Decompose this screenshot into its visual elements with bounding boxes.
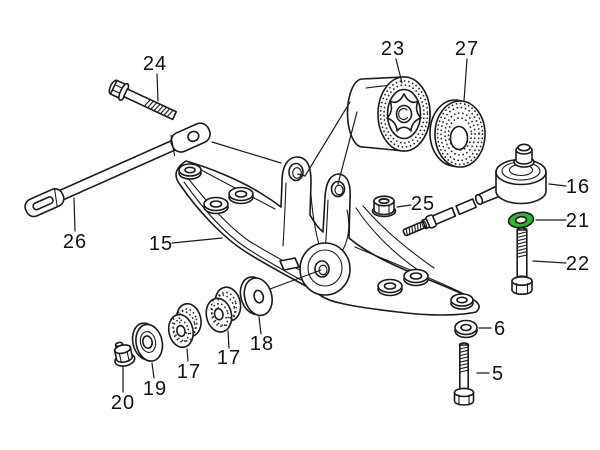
leader-line-22-6 — [532, 260, 567, 264]
carrier-center-boss — [299, 242, 351, 296]
part-label-17-13: 17 — [177, 361, 201, 383]
part-label-20-15: 20 — [111, 392, 135, 414]
o-ring-21 — [507, 211, 535, 229]
hex-nut-20 — [113, 341, 136, 367]
bolt-22 — [511, 227, 533, 295]
part-label-6-9: 6 — [494, 318, 506, 340]
mount-bushing-23 — [346, 76, 431, 152]
part-label-27-2: 27 — [455, 38, 479, 60]
bolt-5 — [453, 342, 475, 406]
bolt-24-threads — [143, 99, 174, 118]
part-label-26-7: 26 — [63, 231, 87, 253]
rod-threads — [405, 221, 422, 236]
leader-line-18-11 — [258, 316, 262, 335]
washer-6 — [454, 319, 478, 339]
threaded-rod — [402, 198, 477, 237]
leader-line-24-0 — [156, 73, 159, 102]
part-label-5-10: 5 — [492, 363, 504, 385]
bolt-24 — [108, 79, 178, 121]
labels-layer: 24 23 27 16 25 21 22 26 15 6 5 18 17 17 19 20 — [63, 38, 590, 414]
rubber-bushing-17a — [205, 286, 242, 333]
part-label-25-4: 25 — [411, 193, 435, 215]
part-label-22-6: 22 — [566, 253, 590, 275]
rubber-bushing-17b — [167, 302, 202, 349]
leader-line-26-7 — [73, 197, 76, 232]
hex-nut-25 — [371, 195, 397, 218]
leader-line-16-3 — [548, 183, 567, 187]
leader-line-19-14 — [151, 362, 155, 379]
part-label-23-1: 23 — [381, 38, 405, 60]
crossmember-carrier — [175, 156, 480, 316]
leader-line-15-8 — [171, 237, 223, 244]
stippled-disc-27 — [429, 99, 486, 168]
part-label-19-14: 19 — [143, 378, 167, 400]
leader-line-23-1 — [395, 58, 403, 84]
part-label-15-8: 15 — [149, 233, 173, 255]
part-label-24-0: 24 — [143, 53, 167, 75]
leader-line-17-12 — [227, 330, 230, 349]
part-label-16-3: 16 — [566, 176, 590, 198]
part-label-18-11: 18 — [250, 333, 274, 355]
mount-16 — [474, 143, 547, 206]
carrier-bolt-bosses — [178, 163, 474, 310]
bolt-5-threads — [459, 346, 469, 373]
leader-line-27-2 — [463, 58, 468, 102]
leader-line-25-4 — [396, 204, 412, 208]
carrier-ear-holes — [288, 162, 346, 198]
washer-18 — [239, 276, 273, 317]
part-label-21-5: 21 — [566, 210, 590, 232]
part-label-17-12: 17 — [217, 347, 241, 369]
bolt-22-threads — [516, 231, 528, 258]
assembly-lines — [211, 101, 358, 290]
tie-rod — [24, 122, 211, 218]
washer-19 — [131, 322, 164, 362]
leader-line-17-13 — [186, 348, 189, 362]
